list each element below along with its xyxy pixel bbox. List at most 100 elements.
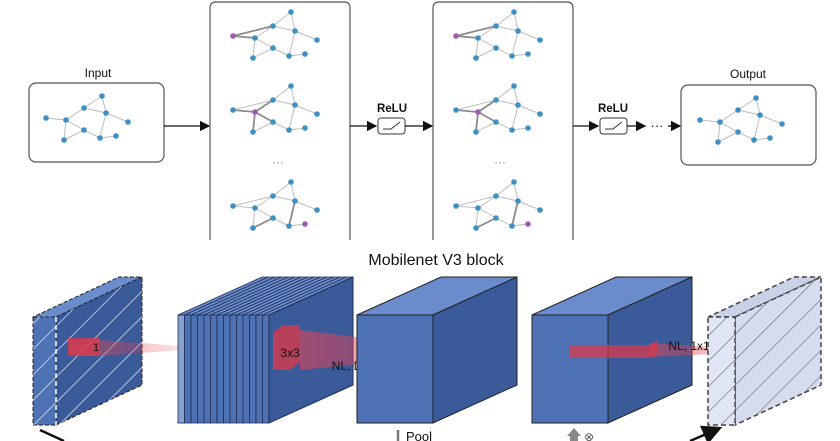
graph-edge	[455, 109, 479, 113]
graph-edge	[455, 195, 497, 207]
graph-node	[717, 119, 723, 125]
graph-edge	[753, 114, 761, 141]
mobilenet-title: Mobilenet V3 block	[368, 252, 504, 269]
graph-edge	[517, 104, 541, 115]
more-layers-ellipsis: ···	[651, 118, 664, 133]
graph-edge	[477, 207, 497, 219]
graph-node	[475, 205, 481, 211]
graph-node	[302, 51, 308, 57]
graph-edge	[294, 30, 318, 41]
graph-edge	[495, 217, 513, 227]
conv1x1-kernel	[68, 338, 100, 356]
graph-edge	[254, 37, 274, 49]
graph-node	[537, 207, 543, 213]
graph-edge	[475, 47, 497, 59]
graph-edge	[65, 107, 85, 121]
graph-edge	[272, 11, 292, 27]
graph-edge	[477, 99, 497, 113]
gnn-layer-2-graphs	[453, 9, 543, 231]
graph-node	[753, 95, 759, 101]
graph-node	[125, 119, 131, 125]
relu-2-curve-icon	[605, 121, 623, 130]
graph-node	[525, 221, 531, 227]
graph-edge	[272, 181, 292, 197]
graph-node	[286, 223, 292, 229]
project-kernel	[570, 340, 658, 358]
graph-node	[473, 55, 479, 61]
graph-node	[314, 111, 320, 117]
layer1-graph-a	[230, 9, 320, 61]
graph-edge	[513, 85, 519, 106]
graph-edge	[290, 181, 296, 202]
graph-node	[525, 125, 531, 131]
input-label: Input	[85, 66, 112, 80]
expansion-slice	[203, 276, 295, 424]
graph-edge	[101, 95, 107, 114]
graph-node	[493, 97, 499, 103]
graph-edge	[254, 99, 274, 113]
graph-node	[288, 83, 294, 89]
graph-edge	[288, 200, 296, 227]
graph-node	[250, 225, 256, 231]
relu-2-label: ReLU	[598, 103, 628, 115]
graph-node	[286, 127, 292, 133]
graph-node	[103, 110, 109, 116]
graph-edge	[105, 112, 129, 123]
graph-node	[270, 215, 276, 221]
graph-edge	[475, 37, 479, 59]
graph-node	[314, 37, 320, 43]
dwise-kernel-label: 3x3	[280, 346, 300, 360]
graph-node	[537, 37, 543, 43]
pool-label: Pool	[406, 429, 432, 441]
residual-arrow-start	[39, 428, 65, 441]
graph-edge	[83, 95, 103, 109]
graph-edge	[475, 217, 497, 229]
graph-node	[292, 198, 298, 204]
graph-node	[697, 117, 703, 123]
gnn-layer-1-graphs	[230, 9, 320, 231]
graph-node	[61, 137, 67, 143]
graph-node	[515, 28, 521, 34]
mobilenet-section: Mobilenet V3 block 1 3x3 NL, Dwise	[32, 252, 822, 441]
graph-node	[493, 23, 499, 29]
graph-node	[511, 9, 517, 15]
graph-node	[288, 179, 294, 185]
graph-node	[511, 179, 517, 185]
project-label: NL, 1x1	[668, 339, 710, 353]
graph-edge	[272, 195, 296, 202]
graph-node	[270, 23, 276, 29]
graph-node	[475, 109, 481, 115]
graph-node	[97, 135, 103, 141]
graph-node	[252, 109, 258, 115]
graph-edge	[272, 99, 296, 106]
graph-node	[767, 135, 773, 141]
graph-node	[515, 198, 521, 204]
graph-node	[286, 53, 292, 59]
graph-node	[537, 111, 543, 117]
graph-node	[314, 207, 320, 213]
graph-edge	[477, 111, 497, 123]
graph-edge	[737, 97, 757, 111]
graph-node	[270, 97, 276, 103]
graph-edge	[475, 121, 497, 133]
relu-2-icon	[599, 117, 628, 135]
graph-node	[715, 139, 721, 145]
gnn-layer-1-panel	[209, 1, 351, 240]
graph-node	[509, 127, 515, 133]
graph-edge	[495, 47, 513, 57]
graph-edge	[63, 119, 67, 141]
graph-edge	[495, 195, 519, 202]
graph-node	[509, 223, 515, 229]
graph-edge	[232, 25, 274, 37]
output-tensor	[707, 275, 822, 427]
graph-edge	[737, 131, 755, 141]
graph-node	[230, 203, 236, 209]
graph-edge	[252, 47, 274, 59]
graph-node	[757, 112, 763, 118]
graph-node	[475, 35, 481, 41]
graph-edge	[254, 111, 274, 123]
graph-edge	[719, 121, 739, 133]
graph-edge	[290, 85, 296, 106]
graph-edge	[513, 181, 519, 202]
